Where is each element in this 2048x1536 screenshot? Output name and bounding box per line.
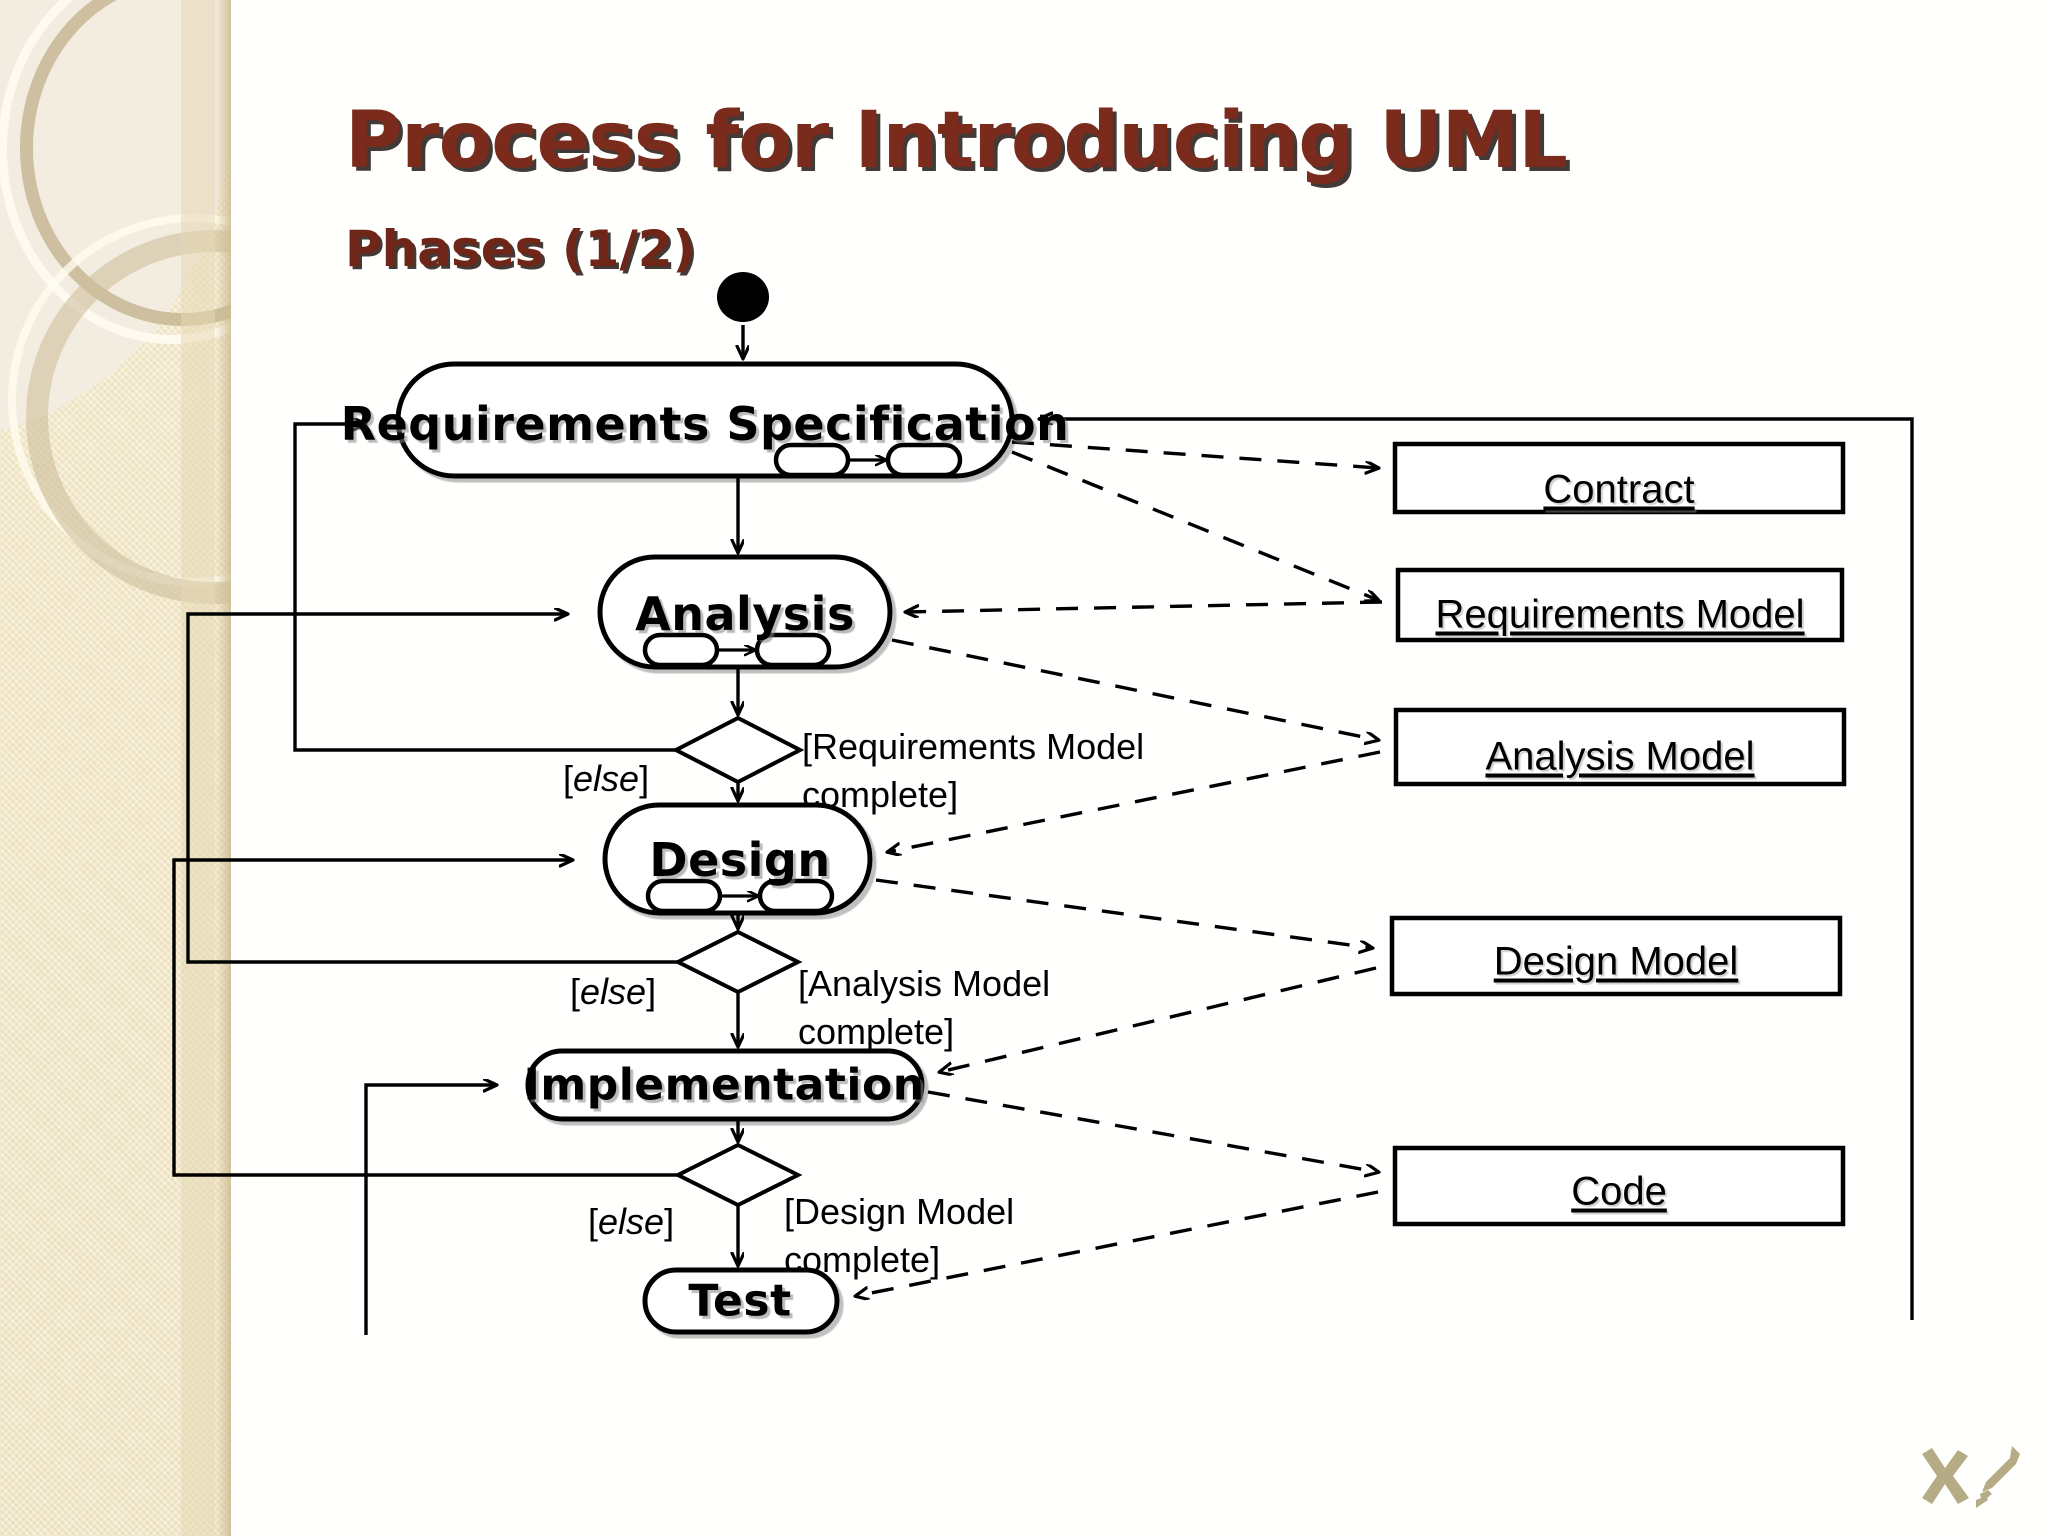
decision-after-implementation[interactable] (673, 1142, 803, 1208)
guard-true-decision3-line1: [Design Model (784, 1191, 1015, 1232)
guard-true-decision3-line2: complete] (784, 1239, 941, 1280)
dep-code-to-test (856, 1190, 1379, 1296)
dep-reqspec-to-contract (1011, 440, 1378, 468)
flow-loop-to-implementation (364, 1085, 496, 1335)
decision-after-design[interactable] (673, 929, 803, 995)
guard-true-decision2-line2: complete] (798, 1011, 955, 1052)
artifact-analysis-model[interactable] (1393, 707, 1847, 787)
flow-else-decision3-to-design (172, 860, 678, 1177)
dep-requirements-model-to-analysis (906, 600, 1383, 612)
artifact-requirements-model[interactable] (1395, 567, 1845, 643)
decision-after-analysis[interactable] (671, 715, 805, 785)
activity-label-test: Test (688, 1275, 792, 1327)
activity-label-analysis: Analysis (635, 587, 855, 641)
dep-reqspec-to-requirements-model (1011, 450, 1378, 600)
subactivity-icon-design (645, 878, 835, 914)
guard-true-decision1-line2: complete] (802, 774, 959, 815)
activity-implementation[interactable] (525, 1048, 925, 1122)
guard-else-decision3: [else] (588, 1201, 675, 1242)
x-pen-nib-logo (1922, 1446, 2020, 1508)
subactivity-icon-analysis (642, 632, 832, 668)
artifact-contract[interactable] (1392, 441, 1846, 515)
artifact-label-requirements-model: Requirements Model (1435, 592, 1805, 637)
artifact-label-design-model: Design Model (1493, 939, 1739, 984)
dep-design-to-design-model (875, 878, 1372, 948)
initial-node-icon (717, 272, 769, 322)
guard-else-decision1: [else] (563, 758, 650, 799)
artifact-design-model[interactable] (1389, 915, 1843, 997)
subactivity-icon-requirements-specification (773, 442, 963, 478)
page-title: Process for Introducing UML (345, 96, 1568, 186)
artifact-label-code: Code (1571, 1169, 1667, 1214)
artifact-label-analysis-model: Analysis Model (1485, 734, 1755, 779)
flow-else-decision1-to-reqspec (293, 424, 676, 752)
theme-side-band (0, 0, 231, 1536)
dep-implementation-to-code (927, 1090, 1378, 1172)
flow-outer-return-to-reqspec (1040, 419, 1914, 1320)
activity-label-implementation: Implementation (523, 1059, 925, 1111)
activity-test[interactable] (642, 1267, 840, 1335)
guard-true-decision1-line1: [Requirements Model (802, 726, 1145, 767)
artifact-code[interactable] (1392, 1145, 1846, 1227)
artifact-label-contract: Contract (1543, 467, 1695, 512)
flow-else-decision2-to-analysis (186, 614, 678, 964)
page-subtitle: Phases (1/2) (345, 220, 696, 278)
dep-analysis-to-analysis-model (891, 638, 1378, 740)
guard-true-decision2-line1: [Analysis Model (798, 963, 1051, 1004)
dep-analysis-model-to-design (888, 750, 1381, 852)
band-outer-edge (215, 0, 231, 1536)
activity-label-design: Design (649, 833, 831, 887)
guard-else-decision2: [else] (570, 971, 657, 1012)
activity-requirements-specification[interactable] (395, 361, 1015, 479)
activity-label-requirements-specification: Requirements Specification (340, 397, 1070, 451)
